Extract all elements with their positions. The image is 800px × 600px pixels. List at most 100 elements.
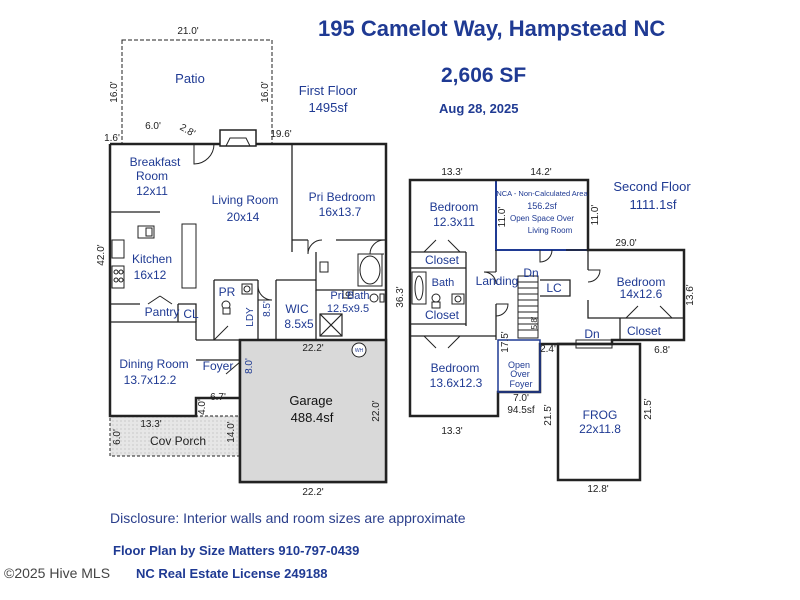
dim-6-0-porch: 6.0' — [112, 429, 123, 445]
plan-date: Aug 28, 2025 — [439, 101, 519, 116]
pri-bedroom-size: 16x13.7 — [319, 205, 362, 219]
frog-label: FROG — [583, 408, 618, 422]
linen-closet-label: LC — [546, 281, 562, 295]
open-over-foyer-label-2: Over — [510, 369, 530, 379]
nca-label-2: Open Space Over — [510, 214, 574, 223]
nca-size: 156.2sf — [527, 201, 557, 211]
kitchen-fixtures — [111, 223, 197, 289]
bedroom-2-size: 14x12.6 — [620, 287, 663, 301]
total-square-feet: 2,606 SF — [441, 64, 527, 87]
dim-22-2-top: 22.2' — [302, 343, 323, 354]
open-over-foyer-label-1: Open — [508, 360, 530, 370]
second-floor-plan — [408, 178, 686, 482]
dim-7-0: 7.0' — [513, 393, 529, 404]
bedroom-3-size: 13.6x12.3 — [430, 376, 483, 390]
second-floor-doors — [423, 239, 673, 349]
kitchen-size: 16x12 — [134, 268, 167, 282]
dim-22-0: 22.0' — [371, 400, 382, 421]
first-floor-room-labels: Patio Breakfast Room 12x11 Living Room 2… — [119, 71, 375, 448]
bedroom-2-label: Bedroom — [617, 275, 666, 289]
frog-area — [556, 342, 642, 482]
mls-watermark: ©2025 Hive MLS — [4, 565, 111, 581]
shower-stall — [319, 313, 343, 337]
fireplace-hearth — [225, 137, 251, 147]
bedroom-1-label: Bedroom — [430, 200, 479, 214]
open-over-foyer-area — [497, 339, 541, 393]
disclosure-text: Disclosure: Interior walls and room size… — [110, 510, 466, 526]
down-2-label: Dn — [584, 327, 599, 341]
dim-8-0: 8.0' — [244, 358, 255, 374]
dim-1-6: 1.6' — [104, 133, 120, 144]
dim-21-0: 21.0' — [177, 26, 198, 37]
garage-area — [238, 338, 388, 484]
dim-13-3: 13.3' — [140, 419, 161, 430]
open-over-foyer-label-3: Foyer — [509, 379, 532, 389]
first-floor-outer-wall — [108, 142, 388, 484]
dining-room-size: 13.7x12.2 — [124, 373, 177, 387]
dim-13-3-top: 13.3' — [441, 167, 462, 178]
dim-6-7: 6.7' — [210, 392, 226, 403]
dim-16-0-right: 16.0' — [260, 81, 271, 102]
stairs — [517, 275, 613, 349]
bath-label: Bath — [432, 277, 455, 289]
frog-size: 22x11.8 — [579, 422, 621, 436]
patio-area — [121, 39, 273, 145]
dim-13-3-bottom: 13.3' — [441, 426, 462, 437]
license-text: NC Real Estate License 249188 — [136, 566, 328, 581]
second-floor-bath-fixtures — [411, 271, 465, 309]
dim-14-2: 14.2' — [530, 167, 551, 178]
first-floor-dimensions: 21.0' 16.0' 16.0' 6.0' 2.8' 1.6' 19.6' 4… — [96, 26, 382, 498]
property-address: 195 Camelot Way, Hampstead NC — [318, 16, 666, 41]
water-heater-label: WH — [355, 348, 364, 354]
second-floor-room-labels: Bedroom 12.3x11 NCA - Non-Calculated Are… — [425, 189, 665, 436]
closet-1-label: Closet — [425, 253, 460, 267]
first-floor-plan: WH — [108, 39, 388, 484]
breakfast-label-2: Room — [136, 169, 168, 183]
dim-14-0: 14.0' — [226, 421, 237, 442]
dim-8-5: 8.5' — [262, 301, 273, 317]
dim-11-0-left: 11.0' — [497, 207, 508, 228]
dim-21-5-right: 21.5' — [643, 398, 654, 419]
living-room-size: 20x14 — [227, 210, 260, 224]
water-heater — [351, 342, 367, 358]
dim-11-0-right: 11.0' — [590, 205, 601, 226]
open-over-foyer-size: 94.5sf — [507, 405, 534, 416]
foyer-label: Foyer — [203, 359, 234, 373]
nca-label-3: Living Room — [528, 226, 573, 235]
bedroom-3-label: Bedroom — [431, 361, 480, 375]
pantry-label: Pantry — [145, 305, 180, 319]
dining-room-label: Dining Room — [119, 357, 188, 371]
first-floor-area: 1495sf — [308, 100, 347, 115]
second-floor-dimensions: 13.3' 14.2' 11.0' 11.0' 29.0' 36.3' 13.6… — [395, 167, 696, 495]
garage-size: 488.4sf — [291, 410, 334, 425]
breakfast-size: 12x11 — [136, 184, 168, 198]
closet-2-label: Closet — [425, 308, 460, 322]
down-1-label: Dn — [523, 266, 538, 280]
dim-21-5-left: 21.5' — [543, 404, 554, 425]
pri-bath-label: Pri Bath — [330, 290, 369, 302]
dim-29-0: 29.0' — [615, 238, 636, 249]
dim-13-6: 13.6' — [685, 284, 696, 305]
dim-16-0-left: 16.0' — [109, 81, 120, 102]
patio-label: Patio — [175, 71, 205, 86]
dim-4-0: 4.0' — [197, 399, 208, 415]
dim-6-8: 6.8' — [654, 345, 670, 356]
dim-36-3: 36.3' — [395, 286, 406, 307]
second-floor-label: Second Floor — [613, 179, 691, 194]
dim-12-8: 12.8' — [587, 484, 608, 495]
second-floor-area: 1111.1sf — [630, 197, 677, 212]
pri-bath-size: 12.5x9.5 — [327, 303, 369, 315]
company-credit: Floor Plan by Size Matters 910-797-0439 — [113, 543, 360, 558]
cov-porch-label: Cov Porch — [150, 434, 206, 448]
landing-label: Landing — [476, 274, 519, 288]
dim-19-6: 19.6' — [270, 129, 291, 140]
laundry-label: LDY — [245, 307, 256, 327]
dim-6-0: 6.0' — [145, 121, 161, 132]
pri-bedroom-label: Pri Bedroom — [309, 190, 376, 204]
garage-label: Garage — [289, 393, 332, 408]
kitchen-label: Kitchen — [132, 252, 172, 266]
first-floor-label: First Floor — [299, 83, 358, 98]
closet-3-label: Closet — [627, 324, 662, 338]
dim-2-8: 2.8' — [178, 122, 197, 139]
